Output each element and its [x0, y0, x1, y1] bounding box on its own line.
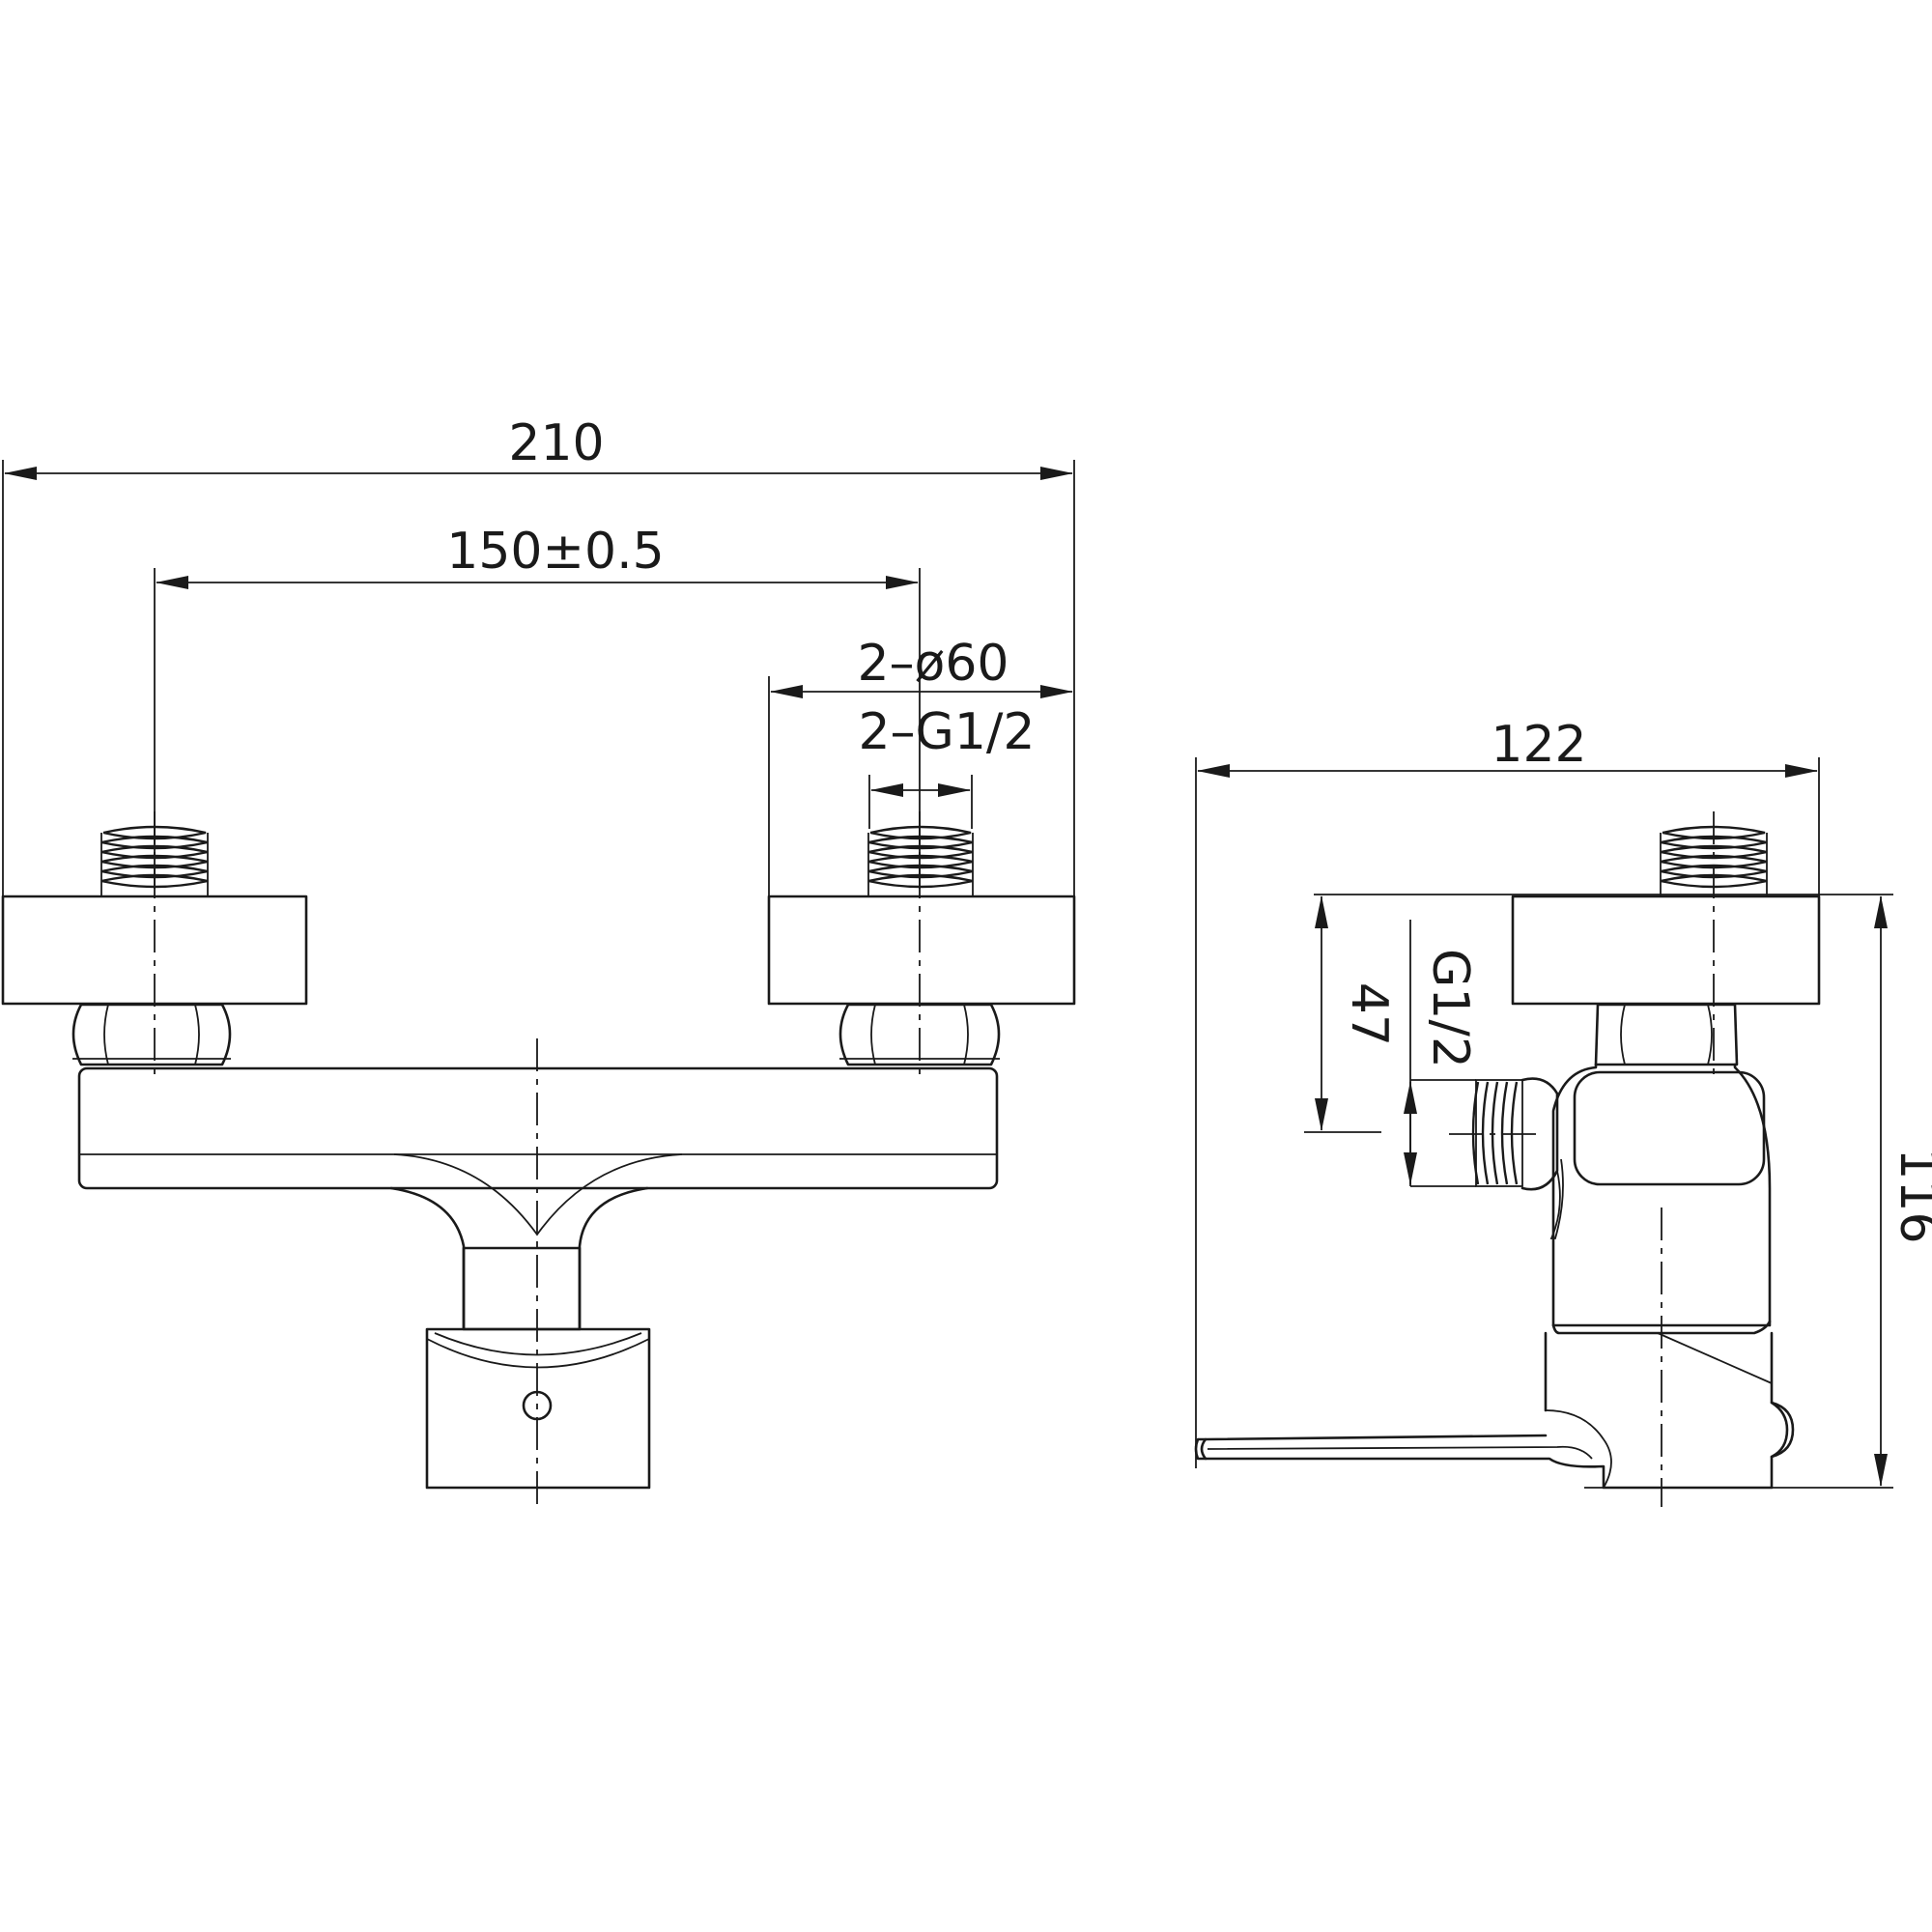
side-view: 122 116 47 G1/2: [1194, 716, 1932, 1507]
inlet-thread-label: 2–G1/2: [858, 703, 1035, 761]
right-inlet-thread: [867, 825, 974, 896]
side-body: [1551, 1063, 1772, 1335]
outlet-thread-label: G1/2: [1421, 949, 1479, 1068]
dimension-flange-diameter: 2–ø60 2–G1/2: [768, 635, 1073, 898]
flange-diameter-label: 2–ø60: [857, 635, 1009, 693]
height-label: 116: [1889, 1148, 1932, 1243]
mixer-body: [77, 1066, 999, 1330]
dimension-height: 116: [1314, 894, 1932, 1489]
right-flange: [767, 895, 1076, 1006]
inlet-spacing-label: 150±0.5: [446, 523, 665, 581]
depth-label: 122: [1491, 716, 1586, 774]
front-view: 210 150±0.5 2–ø60 2–G1/2: [1, 414, 1076, 1512]
dimension-depth: 122: [1195, 716, 1820, 1468]
left-hex-nut: [71, 1003, 232, 1066]
dimension-thread-width: [868, 775, 973, 829]
outlet-height-label: 47: [1340, 982, 1398, 1046]
dimension-outlet-thread: G1/2: [1404, 920, 1479, 1187]
side-hex-nut: [1594, 1003, 1739, 1066]
side-flange: [1511, 895, 1821, 1006]
left-inlet-thread: [100, 825, 209, 896]
dimension-inlet-spacing: 150±0.5: [154, 523, 921, 889]
right-hex-nut: [838, 1003, 1001, 1066]
dimension-overall-width: 210: [2, 414, 1075, 1005]
outlet-thread: [1471, 1077, 1564, 1239]
lever-handle-front: [425, 1246, 651, 1490]
lever-handle-side: [1194, 1331, 1795, 1490]
overall-width-label: 210: [508, 414, 604, 472]
dimension-outlet-height: 47: [1304, 895, 1398, 1133]
side-inlet-thread: [1660, 825, 1768, 896]
